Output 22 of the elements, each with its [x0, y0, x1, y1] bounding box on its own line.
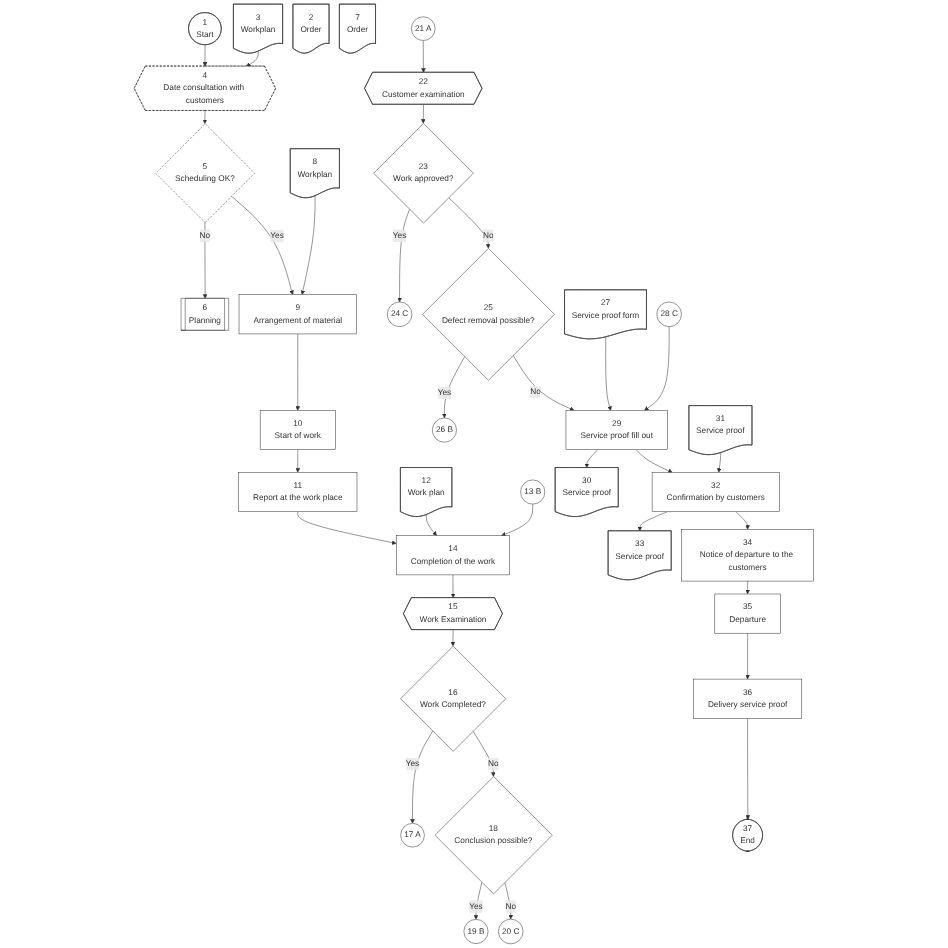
node-circle — [432, 417, 457, 443]
node-diamond — [373, 123, 474, 224]
node-circle — [656, 301, 682, 327]
node-circle — [498, 918, 524, 945]
node-diamond — [434, 776, 553, 895]
node-box — [681, 529, 815, 582]
node-box — [238, 294, 357, 335]
node-box — [651, 472, 780, 512]
node-circle — [387, 301, 413, 327]
node-diamond — [422, 248, 555, 381]
node-diamond — [155, 123, 255, 223]
node-circle — [463, 919, 489, 944]
node-box — [565, 410, 668, 450]
node-circle — [411, 16, 436, 41]
node-diamond — [400, 645, 507, 752]
node-circle — [520, 479, 546, 505]
node-box — [396, 535, 510, 576]
node-circle — [400, 823, 425, 848]
node-box — [714, 593, 781, 634]
node-box — [693, 678, 803, 719]
node-box — [260, 410, 336, 450]
node-box — [238, 472, 358, 512]
